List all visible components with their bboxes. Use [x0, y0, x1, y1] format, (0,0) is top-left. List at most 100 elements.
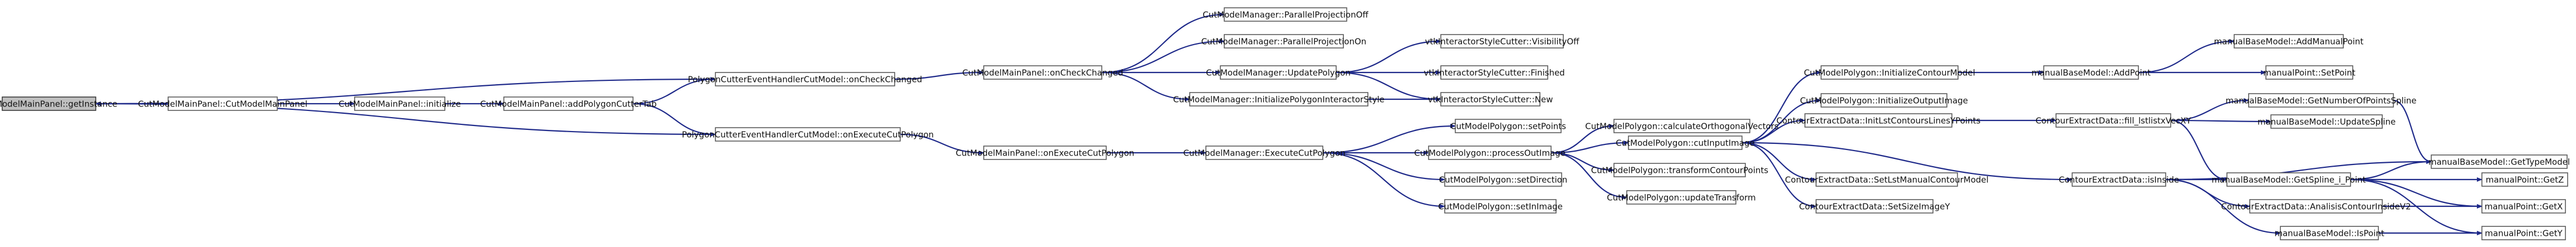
node-box[interactable]: [1444, 172, 1562, 187]
call-node[interactable]: CutModelPolygon::InitializeOutputImage: [1800, 93, 1968, 108]
node-box[interactable]: [2431, 154, 2568, 169]
call-node[interactable]: manualBaseModel::GetNumberOfPointsSpline: [2225, 93, 2417, 108]
node-box[interactable]: [1440, 92, 1540, 106]
node-label: CutModelPolygon::setPoints: [1450, 122, 1566, 132]
node-box[interactable]: [2280, 226, 2379, 240]
root-node[interactable]: CutModelMainPanel::getInstance: [0, 96, 117, 111]
call-node[interactable]: PolygonCutterEventHandlerCutModel::onExe…: [682, 127, 934, 142]
call-node[interactable]: ContourExtractData::SetSizeImageY: [1799, 199, 1950, 214]
call-node[interactable]: manualPoint::SetPoint: [2263, 65, 2356, 80]
call-node[interactable]: ContourExtractData::isInside: [2059, 172, 2179, 187]
call-node[interactable]: manualPoint::GetX: [2481, 199, 2566, 214]
node-box[interactable]: [715, 72, 895, 86]
call-node[interactable]: manualBaseModel::GetTypeModel: [2428, 154, 2570, 169]
node-box[interactable]: [2055, 113, 2171, 128]
call-node[interactable]: manualBaseModel::AddPoint: [2032, 65, 2151, 80]
edge-n31-to-n39: [2165, 159, 2432, 181]
call-node[interactable]: CutModelMainPanel::addPolygonCutterTab: [480, 96, 657, 111]
call-node[interactable]: vtkInteractorStyleCutter::VisibilityOff: [1425, 34, 1580, 49]
edge-n31-to-n38: [2165, 178, 2281, 235]
node-label: ContourExtractData::AnalisisContourInsid…: [2221, 202, 2411, 212]
call-node[interactable]: CutModelPolygon::setPoints: [1450, 119, 1566, 133]
call-node[interactable]: CutModelPolygon::transformContourPoints: [1591, 163, 1769, 177]
node-box[interactable]: [1224, 34, 1344, 49]
call-node[interactable]: CutModelManager::ExecuteCutPolygon: [1183, 146, 1346, 160]
call-node[interactable]: CutModelManager::ParallelProjectionOn: [1201, 34, 1367, 49]
call-node[interactable]: CutModelPolygon::InitializeContourModel: [1804, 65, 1975, 80]
node-box[interactable]: [2248, 93, 2394, 108]
node-box[interactable]: [1816, 172, 1958, 187]
node-label: ContourExtractData::InitLstContoursLines…: [1777, 116, 1981, 126]
node-label: ContourExtractData::SetSizeImageY: [1799, 202, 1950, 212]
node-box[interactable]: [354, 96, 445, 111]
node-box[interactable]: [1189, 92, 1368, 106]
call-node[interactable]: ContourExtractData::AnalisisContourInsid…: [2221, 199, 2411, 214]
node-label: CutModelMainPanel::onExecuteCutPolygon: [956, 148, 1135, 158]
call-node[interactable]: CutModelMainPanel::onExecuteCutPolygon: [956, 146, 1135, 160]
node-box[interactable]: [2072, 172, 2166, 187]
call-node[interactable]: CutModelMainPanel::onCheckChanged: [962, 65, 1123, 80]
node-box[interactable]: [2, 96, 96, 111]
call-node[interactable]: CutModelPolygon::cutInputImage: [1616, 135, 1755, 150]
call-node[interactable]: manualBaseModel::IsPoint: [2274, 226, 2384, 240]
node-box[interactable]: [2265, 65, 2353, 80]
node-box[interactable]: [1804, 113, 1952, 128]
node-box[interactable]: [503, 96, 634, 111]
node-box[interactable]: [2481, 226, 2566, 240]
call-node[interactable]: CutModelPolygon::setInImage: [1438, 199, 1563, 214]
call-node[interactable]: CutModelMainPanel::CutModelMainPanel: [138, 96, 307, 111]
node-box[interactable]: [2481, 199, 2566, 214]
node-box[interactable]: [2270, 114, 2383, 129]
node-box[interactable]: [1455, 119, 1562, 133]
call-node[interactable]: CutModelPolygon::calculateOrthogonalVect…: [1585, 119, 1779, 133]
call-node[interactable]: CutModelManager::UpdatePolygon: [1206, 65, 1351, 80]
node-box[interactable]: [1821, 93, 1947, 108]
node-box[interactable]: [983, 65, 1102, 80]
call-node[interactable]: CutModelPolygon::processOutImage: [1414, 146, 1566, 160]
node-box[interactable]: [168, 96, 278, 111]
node-box[interactable]: [1205, 146, 1323, 160]
call-node[interactable]: vtkInteractorStyleCutter::New: [1428, 92, 1553, 106]
node-box[interactable]: [2249, 199, 2383, 214]
node-box[interactable]: [1626, 190, 1736, 205]
call-node[interactable]: CutModelMainPanel::initialize: [338, 96, 461, 111]
edge-n30-to-n34: [2170, 98, 2249, 122]
node-label: PolygonCutterEventHandlerCutModel::onExe…: [682, 130, 934, 140]
node-box[interactable]: [1613, 119, 1750, 133]
node-box[interactable]: [1440, 65, 1548, 80]
call-node[interactable]: ContourExtractData::InitLstContoursLines…: [1777, 113, 1981, 128]
call-node[interactable]: CutModelManager::InitializePolygonIntera…: [1173, 92, 1385, 106]
call-node[interactable]: manualPoint::GetY: [2481, 226, 2566, 240]
call-node[interactable]: PolygonCutterEventHandlerCutModel::onChe…: [688, 72, 923, 86]
node-box[interactable]: [2226, 172, 2351, 187]
call-node[interactable]: CutModelPolygon::updateTransform: [1607, 190, 1756, 205]
node-box[interactable]: [2481, 172, 2568, 187]
node-box[interactable]: [715, 127, 901, 142]
node-box[interactable]: [1821, 65, 1959, 80]
node-box[interactable]: [1628, 135, 1743, 150]
call-node[interactable]: manualBaseModel::GetSpline_i_Point: [2211, 172, 2366, 187]
node-label: CutModelPolygon::updateTransform: [1607, 193, 1755, 203]
edge-n12-to-n19: [1322, 152, 1445, 209]
call-node[interactable]: ContourExtractData::SetLstManualContourM…: [1785, 172, 1989, 187]
node-box[interactable]: [1428, 146, 1552, 160]
call-node[interactable]: manualPoint::GetZ: [2481, 172, 2568, 187]
call-node[interactable]: vtkInteractorStyleCutter::Finished: [1424, 65, 1565, 80]
node-box[interactable]: [1220, 65, 1337, 80]
node-box[interactable]: [2043, 65, 2139, 80]
node-box[interactable]: [1440, 34, 1564, 49]
node-box[interactable]: [1444, 199, 1557, 214]
node-label: CutModelPolygon::setInImage: [1438, 202, 1563, 212]
node-box[interactable]: [1816, 199, 1934, 214]
node-box[interactable]: [1224, 7, 1347, 22]
edge-n30-to-n36: [2170, 119, 2227, 182]
call-node[interactable]: ContourExtractData::fill_lstlistxVecXY: [2035, 113, 2192, 128]
node-box[interactable]: [983, 146, 1107, 160]
call-node[interactable]: CutModelManager::ParallelProjectionOff: [1203, 7, 1368, 22]
call-node[interactable]: manualBaseModel::AddManualPoint: [2214, 34, 2364, 49]
call-node[interactable]: manualBaseModel::UpdateSpline: [2258, 114, 2396, 129]
call-node[interactable]: CutModelPolygon::setDirection: [1439, 172, 1568, 187]
node-box[interactable]: [2234, 34, 2344, 49]
edge-n29-to-n32: [2138, 39, 2235, 74]
node-box[interactable]: [1613, 163, 1746, 177]
